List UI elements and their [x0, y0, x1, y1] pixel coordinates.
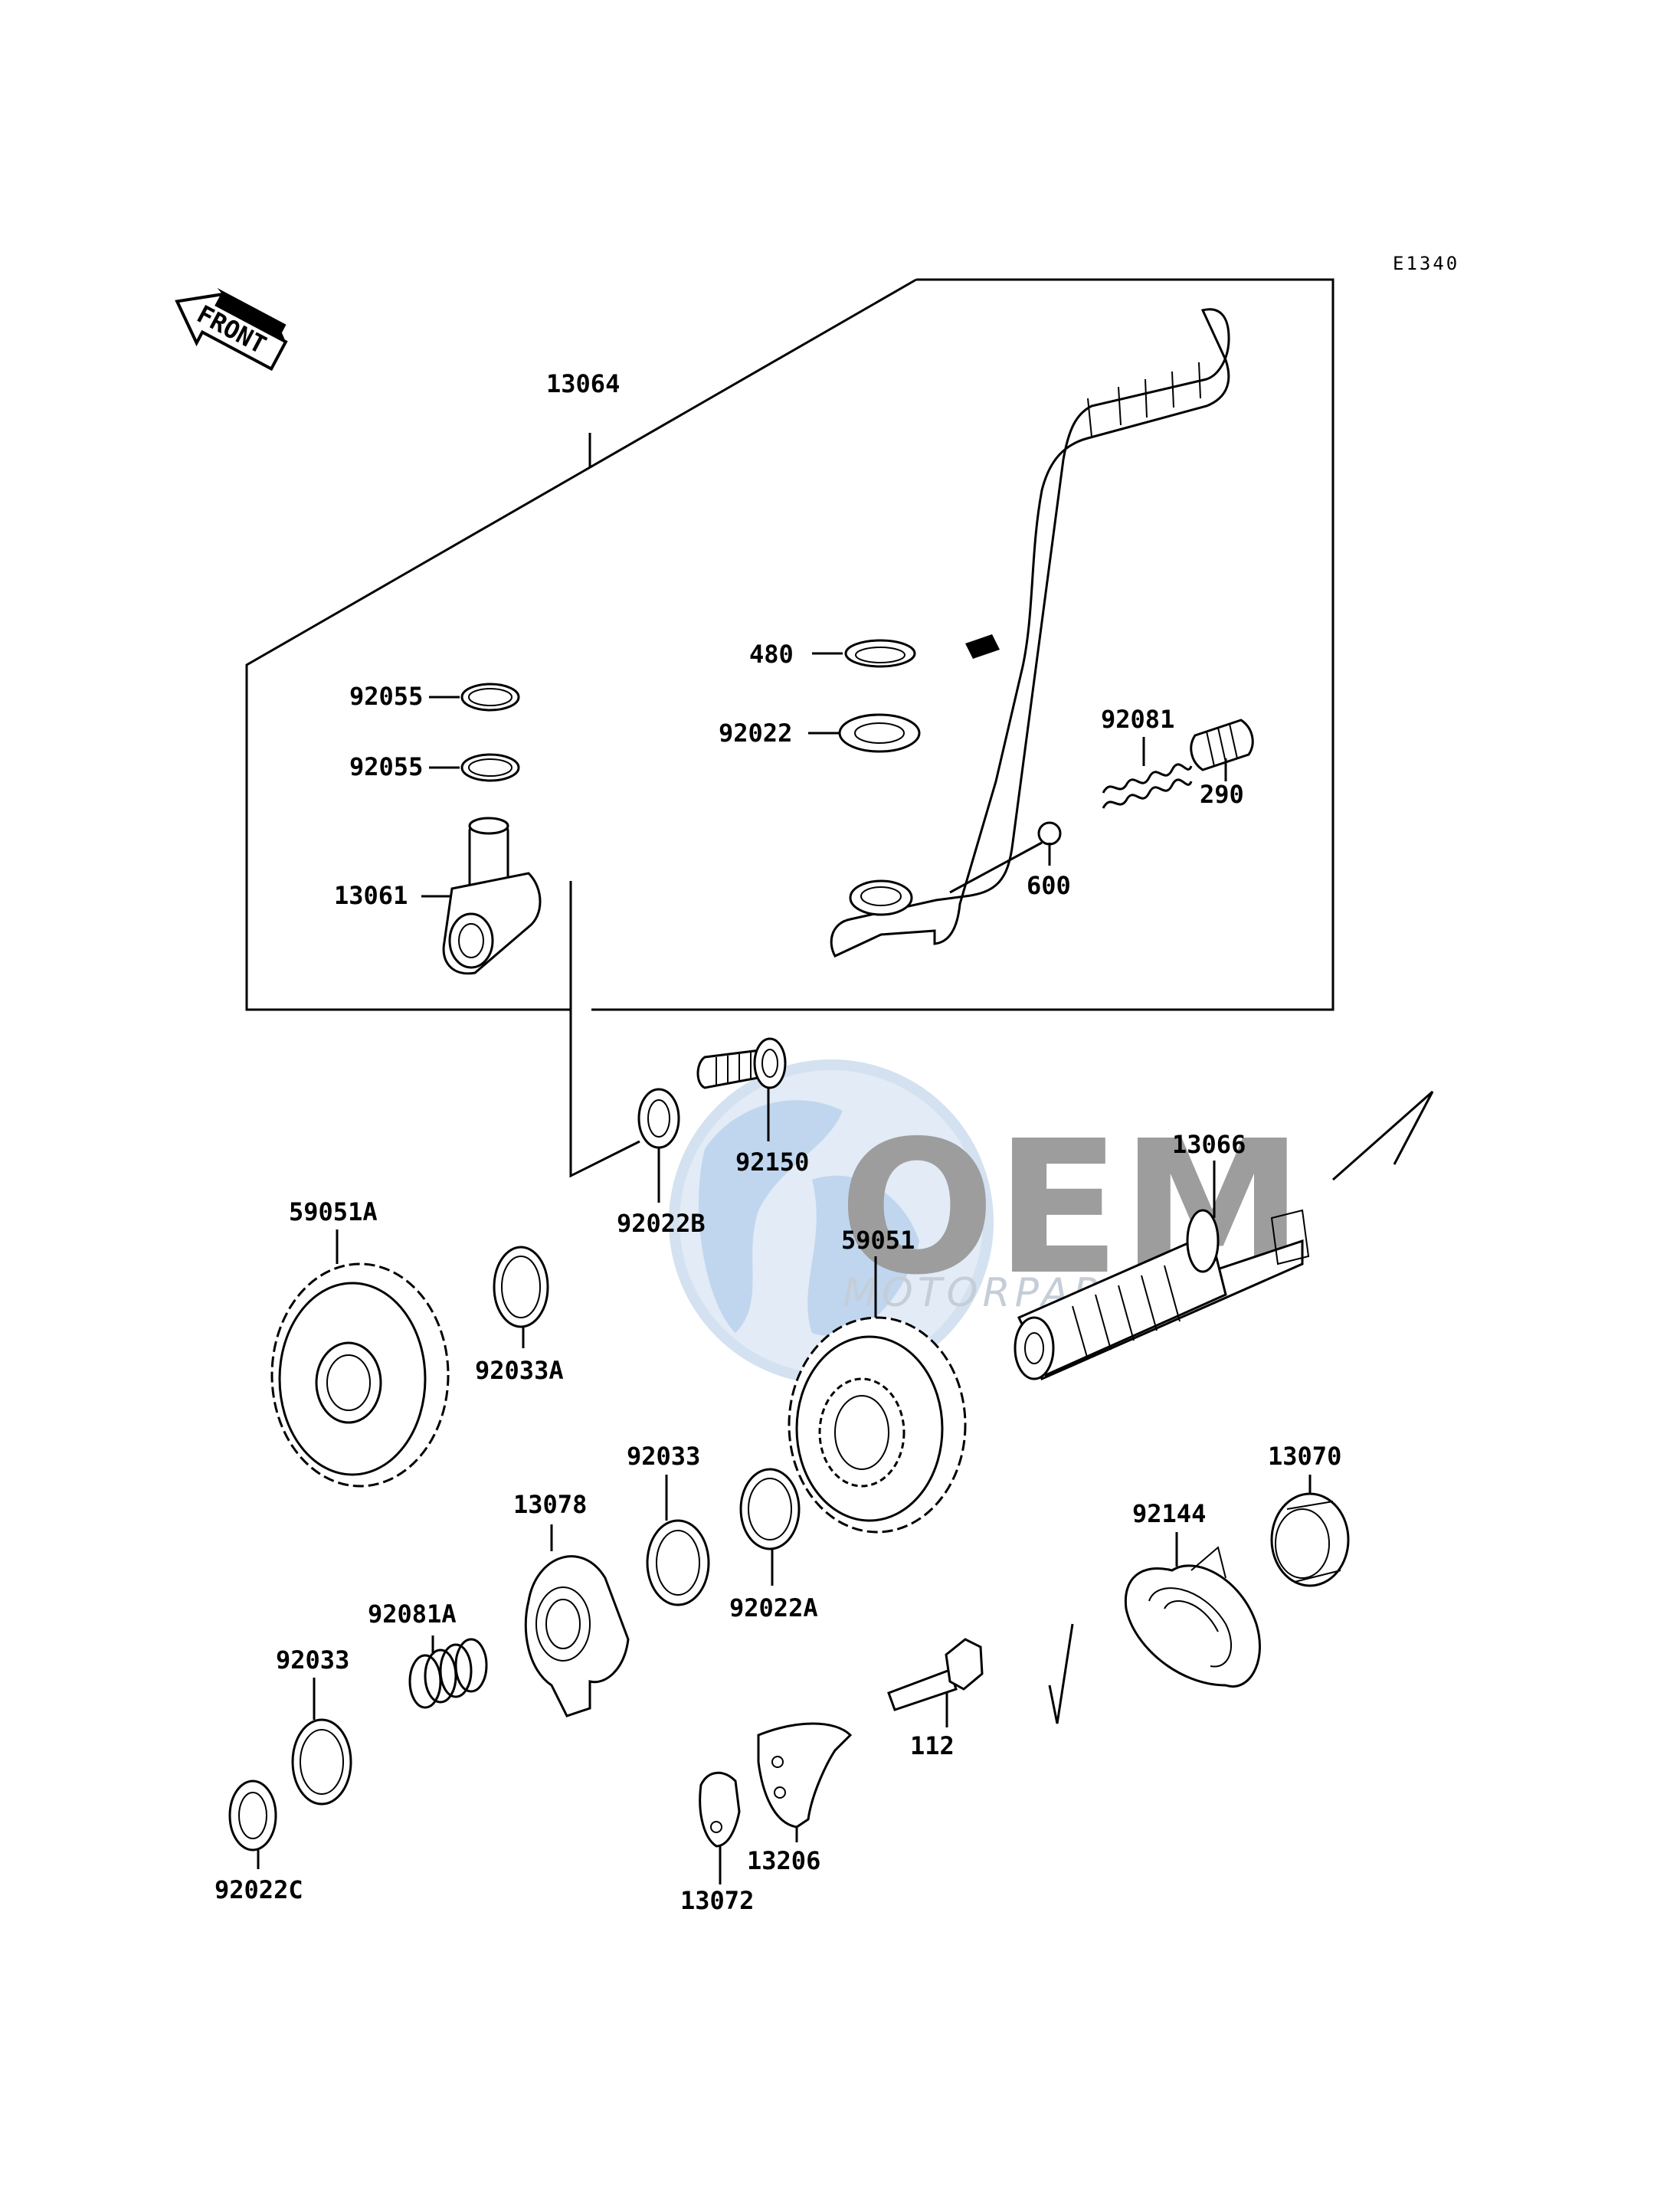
label-13206: 13206 — [747, 1846, 820, 1875]
label-112: 112 — [910, 1731, 955, 1760]
label-480: 480 — [749, 640, 794, 669]
kick-pedal — [830, 308, 1230, 958]
label-92055-upper: 92055 — [349, 682, 423, 711]
label-92022: 92022 — [719, 719, 792, 748]
label-13061: 13061 — [334, 881, 408, 910]
part-92033A-circlip — [493, 1246, 549, 1328]
part-92081A-spring — [408, 1638, 488, 1709]
label-600: 600 — [1027, 871, 1071, 900]
part-labels: 13064 480 92055 92055 92022 92081 290 13… — [215, 369, 1341, 1915]
label-13078: 13078 — [513, 1490, 587, 1519]
label-92055-lower: 92055 — [349, 752, 423, 781]
label-92033-upper: 92033 — [627, 1442, 700, 1471]
label-290: 290 — [1200, 780, 1244, 809]
label-92022A: 92022A — [729, 1593, 818, 1622]
part-59051-gear — [788, 1316, 967, 1534]
label-92022B: 92022B — [617, 1209, 706, 1238]
label-13064: 13064 — [546, 369, 620, 398]
part-92022A-washer — [739, 1468, 801, 1550]
part-92144-spring — [1124, 1546, 1261, 1688]
label-59051A: 59051A — [289, 1197, 378, 1226]
part-13066-shaft — [1014, 1209, 1310, 1381]
front-arrow-icon: FRONT — [175, 287, 288, 372]
part-92033b-circlip — [291, 1718, 352, 1806]
part-13061-shaft — [442, 817, 542, 975]
part-112-bolt — [887, 1638, 984, 1711]
part-92150-bolt — [696, 1037, 787, 1089]
label-92033A: 92033A — [475, 1356, 564, 1385]
label-92144: 92144 — [1132, 1499, 1206, 1528]
leader-lines — [257, 433, 1434, 1884]
part-13072-plate — [699, 1771, 741, 1848]
label-13066: 13066 — [1172, 1130, 1246, 1159]
kit-outline — [591, 278, 1335, 1011]
part-92033a-circlip — [646, 1519, 710, 1606]
label-92150: 92150 — [735, 1148, 809, 1177]
part-13070-guide — [1270, 1492, 1350, 1587]
part-290-rubber — [1190, 719, 1254, 771]
label-13072: 13072 — [680, 1886, 754, 1915]
label-59051: 59051 — [841, 1226, 915, 1255]
label-92081A: 92081A — [368, 1599, 457, 1629]
part-92022C-washer — [228, 1780, 277, 1852]
part-92022B-washer — [637, 1088, 680, 1149]
part-59051A-gear — [270, 1262, 450, 1488]
part-600-ball — [1037, 821, 1062, 846]
part-92022-washer — [838, 713, 921, 753]
diagram-code: E1340 — [1393, 253, 1459, 274]
label-13070: 13070 — [1268, 1442, 1341, 1471]
part-92081-spring — [1102, 763, 1193, 809]
label-92033-lower: 92033 — [276, 1645, 349, 1675]
part-13078-ratchet — [524, 1555, 630, 1717]
part-13206-guide — [757, 1722, 853, 1829]
label-92081: 92081 — [1101, 705, 1174, 734]
label-92022C: 92022C — [215, 1875, 303, 1904]
